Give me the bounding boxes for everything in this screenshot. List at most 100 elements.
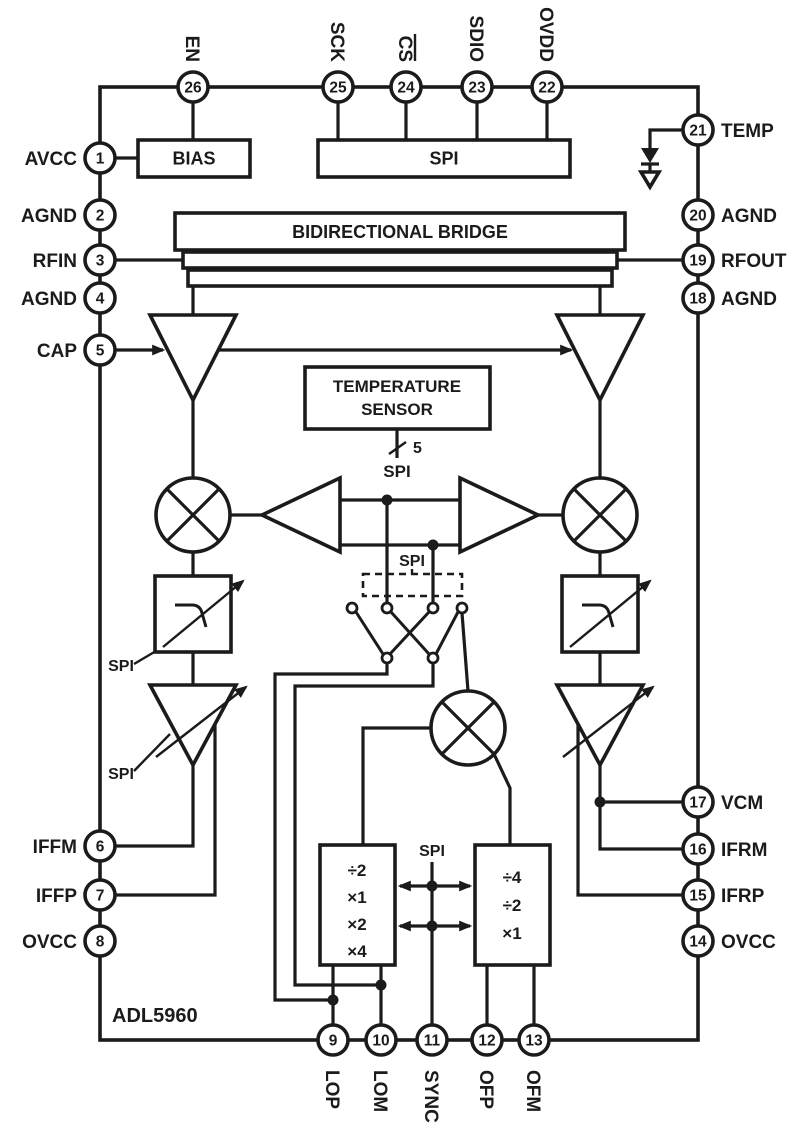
pin-13-ofm: 13 OFM [517, 1023, 551, 1112]
pin-16-ifrm: 16 IFRM [681, 832, 767, 866]
temp-sensor-label-1: TEMPERATURE [333, 377, 461, 396]
pin-circle [681, 832, 715, 866]
pin-circle [681, 243, 715, 277]
reverse-if-chain [553, 552, 683, 897]
temp-sensor-bus [388, 429, 407, 458]
pin-label: IFRP [721, 886, 765, 907]
pin-label: SYNC [420, 1070, 441, 1123]
temp-sensor-label-2: SENSOR [361, 400, 433, 419]
temp-diode [637, 128, 683, 191]
pin-circle [83, 198, 117, 232]
pin-circle [681, 113, 715, 147]
pin-circle [321, 70, 355, 104]
pin-number: 23 [468, 80, 486, 97]
pin-number: 2 [96, 208, 105, 225]
pin-label: RFIN [33, 251, 77, 272]
pin-number: 24 [397, 80, 415, 97]
amp-reverse-icon [554, 313, 646, 404]
pin-label: RFOUT [721, 251, 787, 272]
gain-arrow-icon [155, 685, 248, 758]
switch-terminal [345, 601, 359, 615]
pin-19-rfout: 19 RFOUT [681, 243, 787, 277]
pin-number: 14 [689, 934, 707, 951]
bridge-line-2 [186, 268, 614, 288]
switch-terminal [455, 601, 469, 615]
pin-12-ofp: 12 OFP [470, 1023, 504, 1109]
lo-multiplier-box [318, 843, 397, 967]
pin-label: IFFM [33, 837, 77, 858]
switch-arm [434, 611, 460, 655]
pin-label: IFFP [36, 886, 77, 907]
wire-ifrp [576, 724, 683, 897]
pin-label: OFM [522, 1070, 543, 1112]
mixer-forward-icon [154, 476, 232, 554]
pin-circle [176, 70, 210, 104]
pin-number: 10 [372, 1033, 389, 1050]
forward-if-chain [115, 552, 248, 897]
divider-option: ÷4 [503, 868, 522, 887]
pin-label: TEMP [721, 121, 774, 142]
switch-arm [354, 611, 385, 655]
pin-label: EN [181, 36, 202, 62]
wires-top-section [115, 102, 549, 160]
pin-label: AGND [21, 206, 77, 227]
junction-dot [381, 494, 393, 506]
pin-11-sync: 11 SYNC [415, 1023, 449, 1123]
pin-number: 15 [689, 888, 707, 905]
pin-number: 21 [689, 123, 707, 140]
pin-circle [83, 829, 117, 863]
pin-number: 6 [96, 839, 105, 856]
lowpass-icon [582, 603, 615, 628]
lo-amp-right-icon [458, 475, 543, 555]
tune-arrow-icon [569, 579, 652, 648]
wires-bottom-pins [331, 965, 536, 1025]
pin-18-agnd: 18 AGND [681, 281, 777, 315]
pin-circle [83, 141, 117, 175]
multiplier-option: ×4 [347, 942, 367, 961]
pin-20-agnd: 20 AGND [681, 198, 777, 232]
pin-circle [681, 924, 715, 958]
wire [460, 612, 470, 692]
pin-3-rfin: 3 RFIN [33, 243, 117, 277]
pin-number: 8 [96, 934, 105, 951]
pin-label: CAP [37, 341, 77, 362]
pin-25-sck: 25 SCK [321, 22, 355, 104]
junction-dot [426, 920, 438, 932]
spi-label: SPI [383, 462, 410, 481]
spi-pointer [133, 733, 171, 772]
pin-circle [83, 878, 117, 912]
bus-width-label: 5 [413, 440, 422, 457]
pin-number: 9 [329, 1033, 338, 1050]
multiplier-option: ×1 [347, 888, 366, 907]
pin-circle [415, 1023, 449, 1057]
spi-label: SPI [108, 658, 134, 675]
pin-26-en: 26 EN [176, 36, 210, 104]
pin-number: 16 [689, 842, 707, 859]
filter-box [560, 574, 640, 654]
pin-23-sdio: 23 SDIO [460, 16, 494, 104]
pin-17-vcm: 17 VCM [681, 785, 763, 819]
wire [648, 128, 683, 148]
pin-label: IFRM [721, 840, 767, 861]
pin-circle [389, 70, 423, 104]
pin-label-cs-overline: CS [394, 34, 417, 62]
spi-control-dashed-box [361, 572, 464, 598]
pin-number: 17 [689, 795, 706, 812]
diode-icon [641, 148, 659, 163]
pin-circle [470, 1023, 504, 1057]
mixer-reverse-icon [561, 476, 639, 554]
pin-label: SCK [326, 22, 347, 62]
pin-label: AGND [21, 289, 77, 310]
pin-15-ifrp: 15 IFRP [681, 878, 765, 912]
pin-number: 12 [478, 1033, 495, 1050]
offset-mixer-icon [361, 612, 512, 845]
pin-circle [460, 70, 494, 104]
switch-arm [389, 610, 431, 656]
pin-circle [83, 281, 117, 315]
pin-21-temp: 21 TEMP [681, 113, 774, 147]
mixer-x [572, 487, 628, 543]
switch-terminal [426, 651, 440, 665]
pin-number: 13 [525, 1033, 543, 1050]
pin-label: SDIO [465, 16, 486, 62]
